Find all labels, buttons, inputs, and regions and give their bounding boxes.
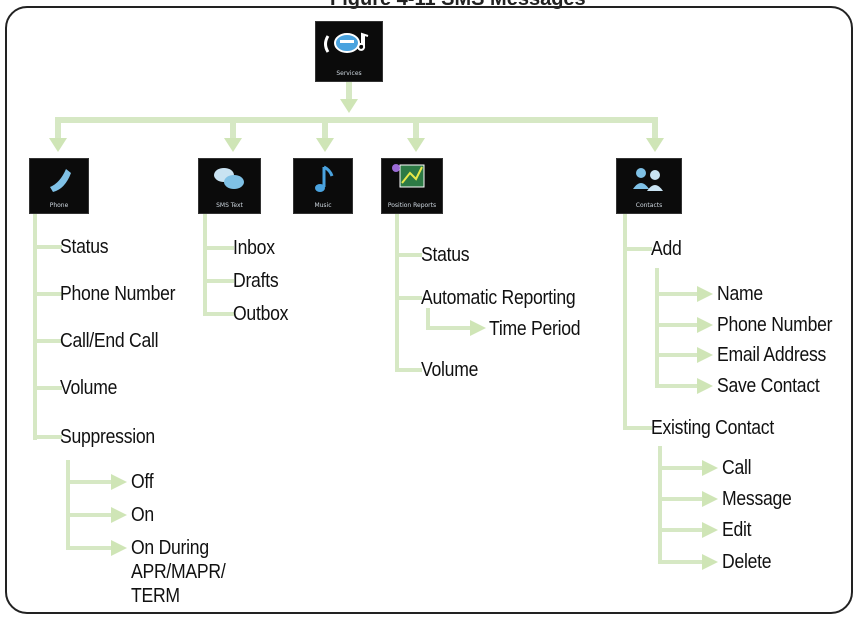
people-icon — [633, 168, 663, 191]
existing-sub-edit: Edit — [722, 519, 752, 541]
right-arrow — [697, 347, 713, 363]
diagram-frame — [5, 6, 853, 614]
add-sub-phone-number: Phone Number — [717, 314, 833, 336]
position-sub-time-period: Time Period — [489, 318, 581, 340]
add-sub-name: Name — [717, 283, 763, 305]
suppression-on: On — [131, 504, 154, 526]
sms-text-caption: SMS Text — [216, 202, 243, 209]
add-sub-email-address: Email Address — [717, 344, 827, 366]
position-item-automatic-reporting: Automatic Reporting — [421, 287, 576, 309]
services-caption: Services — [336, 70, 362, 77]
figure-title-cut: Figure 4-11 SMS Messages — [330, 0, 586, 11]
down-arrow — [407, 138, 425, 152]
sms-text-icon-tile: SMS Text — [198, 158, 261, 214]
right-arrow — [697, 286, 713, 302]
contacts-icon-tile: Contacts — [616, 158, 682, 214]
sms-item-drafts: Drafts — [233, 270, 279, 292]
phone-item-volume: Volume — [60, 377, 118, 399]
contacts-caption: Contacts — [635, 202, 663, 209]
suppression-on-during: On During APR/MAPR/ TERM — [131, 537, 226, 607]
position-reports-icon-tile: Position Reports — [381, 158, 443, 214]
music-caption: Music — [314, 202, 332, 209]
contacts-item-existing-contact: Existing Contact — [651, 417, 774, 439]
position-reports-caption: Position Reports — [387, 202, 437, 209]
music-icon-tile: Music — [293, 158, 353, 214]
down-arrow — [340, 99, 358, 113]
phone-handset-icon — [50, 169, 71, 192]
right-arrow — [702, 491, 718, 507]
down-arrow — [224, 138, 242, 152]
phone-icon-tile: Phone — [29, 158, 89, 214]
services-icon: Services — [315, 21, 383, 82]
suppression-off: Off — [131, 471, 154, 493]
phone-item-call-end-call: Call/End Call — [60, 330, 159, 352]
phone-caption: Phone — [49, 202, 69, 209]
right-arrow — [702, 554, 718, 570]
chat-bubbles-icon — [214, 168, 244, 189]
right-arrow — [111, 540, 127, 556]
down-arrow — [49, 138, 67, 152]
sms-item-outbox: Outbox — [233, 303, 289, 325]
right-arrow — [111, 474, 127, 490]
position-item-status: Status — [421, 244, 470, 266]
sms-item-inbox: Inbox — [233, 237, 275, 259]
right-arrow — [111, 507, 127, 523]
existing-sub-message: Message — [722, 488, 792, 510]
down-arrow — [646, 138, 664, 152]
existing-sub-delete: Delete — [722, 551, 772, 573]
phone-item-phone-number: Phone Number — [60, 283, 176, 305]
right-arrow — [697, 317, 713, 333]
position-item-volume: Volume — [421, 359, 479, 381]
existing-sub-call: Call — [722, 457, 752, 479]
phone-item-status: Status — [60, 236, 109, 258]
contacts-item-add: Add — [651, 238, 682, 260]
right-arrow — [702, 460, 718, 476]
right-arrow — [702, 522, 718, 538]
phone-item-suppression: Suppression — [60, 426, 155, 448]
right-arrow — [470, 320, 486, 336]
music-note-icon — [315, 165, 334, 192]
right-arrow — [697, 378, 713, 394]
add-sub-save-contact: Save Contact — [717, 375, 820, 397]
map-position-icon — [392, 164, 425, 188]
down-arrow — [316, 138, 334, 152]
